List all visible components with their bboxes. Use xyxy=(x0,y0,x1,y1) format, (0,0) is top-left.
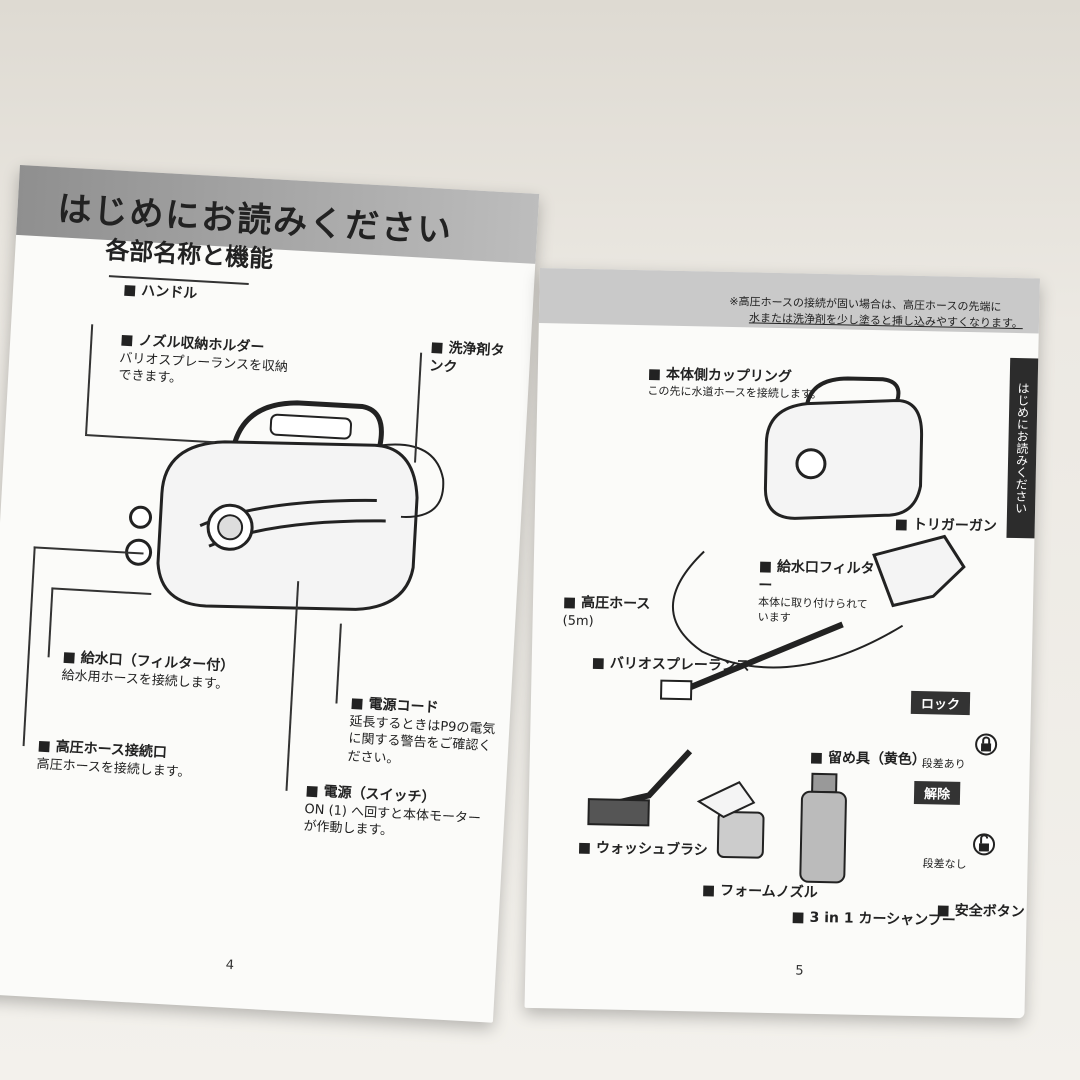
callout-heading: 留め具（黄色） xyxy=(810,749,926,770)
callout-power-cord: 電源コード 延長するときはP9の電気に関する警告をご確認ください。 xyxy=(347,694,501,774)
callout-heading: 3 in 1 カーシャンプー xyxy=(791,908,956,930)
callout-inlet-filter: 給水口フィルター 本体に取り付けられています xyxy=(758,558,879,628)
callout-foam-nozzle: フォームノズル xyxy=(702,882,818,903)
callout-heading: ウォッシュブラシ xyxy=(578,839,708,861)
callout-shampoo: 3 in 1 カーシャンプー xyxy=(791,908,956,930)
pressure-washer-illustration xyxy=(125,400,445,611)
callout-heading: トリガーガン xyxy=(894,515,997,536)
callout-heading: 安全ボタン xyxy=(936,901,1025,922)
callout-description: この先に水道ホースを接続します。 xyxy=(647,384,822,401)
callout-safety-button: 安全ボタン xyxy=(936,901,1025,922)
callout-hp-hose: 高圧ホース (5m) xyxy=(562,594,650,632)
callout-trigger-gun: トリガーガン xyxy=(894,515,997,536)
callout-heading: 給水口フィルター xyxy=(758,558,879,598)
hose-and-lance-illustration xyxy=(659,534,966,701)
foam-nozzle-illustration xyxy=(696,781,765,859)
callout-heading: 高圧ホース xyxy=(563,594,651,615)
callout-wash-brush: ウォッシュブラシ xyxy=(578,839,708,861)
lock-label: ロック xyxy=(910,690,971,716)
manual-page-right: ※高圧ホースの接続が固い場合は、高圧ホースの先端に 水または洗浄剤を少し塗ると挿… xyxy=(524,268,1040,1019)
leader-line xyxy=(85,324,94,435)
callout-heading: フォームノズル xyxy=(702,882,818,903)
step-off-label: 段差なし xyxy=(922,857,967,872)
callout-heading: ハンドル xyxy=(123,281,198,304)
callout-description: 延長するときはP9の電気に関する警告をご確認ください。 xyxy=(347,714,496,768)
page-number: 5 xyxy=(795,963,804,979)
unlocked-padlock-icon xyxy=(973,833,996,856)
page-number: 4 xyxy=(225,957,235,974)
manual-page-left: はじめにお読みください 各部名称と機能 ハンドル ノズル収納ホルダー バリオスプ… xyxy=(0,165,540,1023)
callout-hp-hose-port: 高圧ホース接続口 高圧ホースを接続します。 xyxy=(36,737,268,786)
shampoo-bottle-illustration xyxy=(799,772,847,884)
callout-power-switch: 電源（スイッチ） ON (1) へ回すと本体モーターが作動します。 xyxy=(303,782,486,846)
callout-detergent-tank: 洗浄剤タンク xyxy=(429,338,511,380)
callout-heading: 洗浄剤タンク xyxy=(429,338,511,380)
callout-water-inlet: 給水口（フィルター付） 給水用ホースを接続します。 xyxy=(61,648,273,696)
compact-washer-illustration xyxy=(763,376,924,520)
callout-vario-lance: バリオスプレーランス xyxy=(592,654,750,676)
padlock-icon xyxy=(975,733,998,756)
step-on-label: 段差あり xyxy=(921,757,966,772)
callout-heading: バリオスプレーランス xyxy=(592,654,750,676)
callout-nozzle-holder: ノズル収納ホルダー バリオスプレーランスを収納できます。 xyxy=(118,331,291,394)
leader-line xyxy=(22,546,36,747)
callout-coupling: 本体側カップリング この先に水道ホースを接続します。 xyxy=(647,365,848,403)
unlock-label: 解除 xyxy=(913,780,961,805)
leader-line xyxy=(47,587,54,658)
callout-description: (5m) xyxy=(562,613,594,630)
callout-handle: ハンドル xyxy=(123,281,198,304)
leader-line xyxy=(335,623,342,704)
wash-brush-illustration xyxy=(587,749,693,827)
callout-clip: 留め具（黄色） xyxy=(810,749,926,770)
side-tab: はじめにお読みください xyxy=(1006,357,1039,539)
callout-description: 本体に取り付けられています xyxy=(757,595,868,624)
